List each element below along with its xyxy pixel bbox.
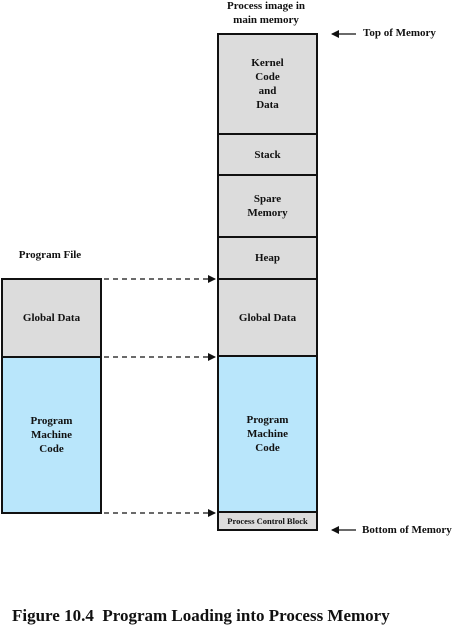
process-global-data-label: Global Data: [238, 311, 297, 324]
top-of-memory-label: Top of Memory: [363, 27, 436, 39]
kernel-code-and-data: Kernel Code and Data: [217, 33, 318, 135]
stack-segment: Stack: [217, 133, 318, 176]
program-file-machine-code: Program Machine Code: [1, 356, 102, 514]
bottom-of-memory-label: Bottom of Memory: [362, 524, 452, 536]
pcb-label: Process Control Block: [227, 516, 308, 526]
heap-label: Heap: [254, 252, 281, 264]
stack-label: Stack: [254, 148, 281, 161]
figure-caption: Figure 10.4 Program Loading into Process…: [12, 606, 390, 625]
spare-memory-label: Spare Memory: [247, 193, 288, 219]
program-file-machine-code-label: Program Machine Code: [30, 415, 73, 455]
process-control-block: Process Control Block: [217, 511, 318, 531]
memory-header: Process image in main memory: [226, 0, 305, 26]
process-machine-code-label: Program Machine Code: [246, 414, 289, 454]
process-machine-code: Program Machine Code: [217, 355, 318, 513]
process-global-data: Global Data: [217, 278, 318, 357]
program-file-label: Program File: [18, 249, 82, 261]
heap-segment: Heap: [217, 236, 318, 280]
kernel-label: Kernel Code and Data: [251, 57, 284, 111]
spare-memory: Spare Memory: [217, 174, 318, 238]
program-file-global-data-label: Global Data: [22, 312, 81, 324]
program-file-global-data: Global Data: [1, 278, 102, 358]
